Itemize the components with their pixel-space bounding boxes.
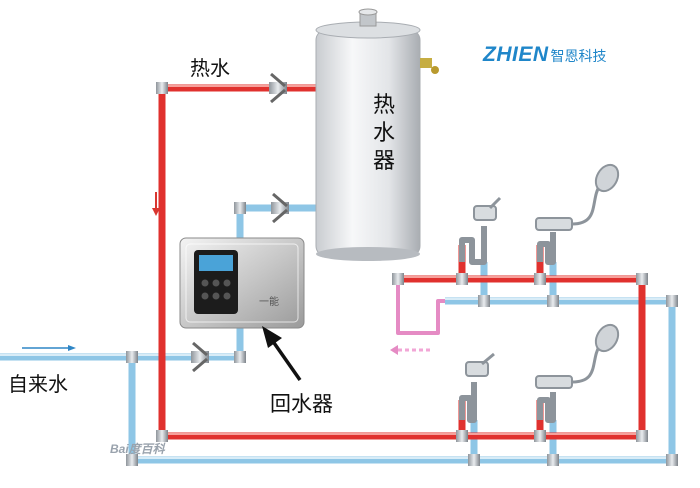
pipe-fittings <box>126 82 678 466</box>
logo-chinese: 智恩科技 <box>550 49 607 65</box>
hot-water-label: 热水 <box>190 56 230 80</box>
valve-hot-outlet <box>269 72 287 104</box>
hot-pipe-highlight <box>162 85 642 435</box>
upper-shower-mixer <box>535 163 620 265</box>
water-heater-label: 热 水 器 <box>371 92 397 176</box>
tap-water-label: 自来水 <box>8 372 68 396</box>
water-heater <box>315 8 439 261</box>
water-heater-char-2: 水 <box>372 121 395 146</box>
return-pump-unit <box>179 237 305 329</box>
upper-faucet <box>459 196 502 265</box>
logo-english: ZHIEN <box>483 43 549 66</box>
return-pump-label: 回水器 <box>270 392 333 416</box>
return-pipe <box>396 279 445 335</box>
hot-flow-arrow <box>152 192 160 216</box>
pump-pointer-arrow <box>262 326 302 382</box>
watermark: Bai度百科 <box>110 442 165 456</box>
pump-brand-text: 一能 <box>259 297 279 308</box>
inlet-flow-arrow <box>22 345 76 351</box>
lower-faucet <box>459 352 495 423</box>
water-heater-char-3: 器 <box>372 149 395 174</box>
water-heater-char-1: 热 <box>372 93 395 118</box>
return-arrow <box>390 345 430 355</box>
valve-cold-tank <box>271 192 289 224</box>
lower-shower-mixer <box>535 323 620 423</box>
valve-inlet <box>191 341 209 373</box>
